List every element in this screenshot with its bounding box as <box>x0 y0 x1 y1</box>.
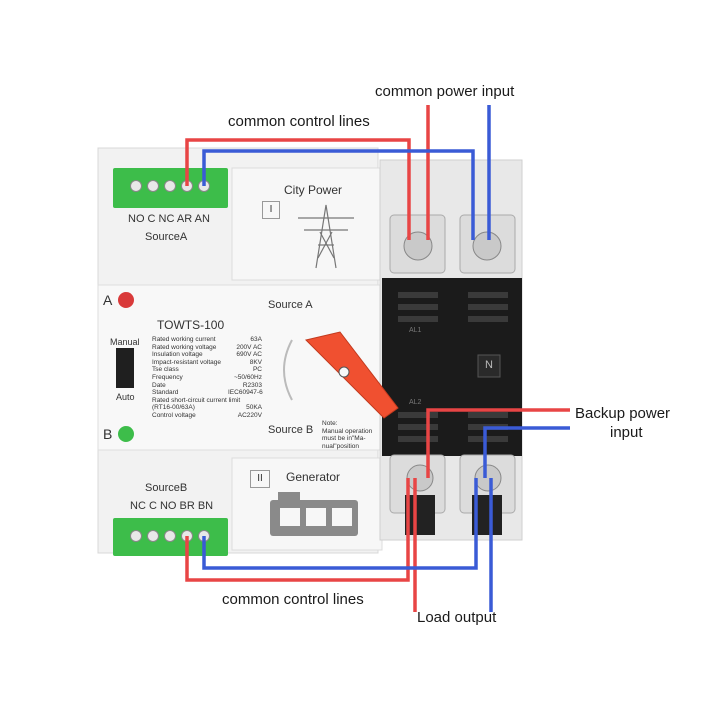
note-line: Manual operation <box>322 427 373 435</box>
indicator-a-label: A <box>103 292 113 308</box>
city-power-label: City Power <box>284 183 343 197</box>
source-a-label: Source A <box>268 299 313 311</box>
generator-roman-badge: II <box>250 470 270 488</box>
vent-slots <box>398 292 508 442</box>
n-badge-label: N <box>485 359 493 371</box>
pole-label-al2: AL2 <box>409 399 422 406</box>
terminal-labels-top: NO C NC AR AN <box>128 213 210 225</box>
spec-value: R2303 <box>242 381 262 389</box>
spec-value: 50KA <box>246 404 262 412</box>
spec-value: 63A <box>250 336 262 343</box>
spec-values: 63A 200V AC 690V AC 8KV PC ~50/60Hz R230… <box>228 336 263 420</box>
spec-label: Insulation voltage <box>152 351 203 359</box>
spec-label: Frequency <box>152 373 183 381</box>
source-b-label: Source B <box>268 424 314 436</box>
spec-label: Date <box>152 381 166 389</box>
indicator-b-label: B <box>103 426 113 442</box>
switch-handle[interactable] <box>305 331 399 419</box>
note-line: must be in"Ma- <box>322 435 366 443</box>
callout-backup-power-input-line2: input <box>610 424 643 441</box>
power-tower-icon <box>298 204 354 269</box>
spec-label: Control voltage <box>152 411 196 419</box>
callout-common-control-lines-top: common control lines <box>228 113 370 130</box>
spec-value <box>228 397 262 405</box>
top-cover <box>231 167 383 281</box>
callout-common-power-input: common power input <box>375 83 515 100</box>
blue-wires <box>202 105 570 612</box>
auto-label: Auto <box>116 392 135 402</box>
callout-backup-power-input-line1: Backup power <box>575 405 671 422</box>
spec-label: Rated working current <box>152 336 216 343</box>
red-wires <box>185 105 570 612</box>
spec-label: (RT16-00/63A) <box>152 404 195 412</box>
mode-selector[interactable] <box>116 348 134 388</box>
spec-value: 690V AC <box>236 351 262 359</box>
spec-value: PC <box>252 366 262 374</box>
manual-operation-note: Note: Manual operation must be in"Ma- nu… <box>322 420 372 450</box>
callout-load-output: Load output <box>417 609 497 626</box>
note-line: Note: <box>322 420 338 427</box>
spec-value: AC220V <box>237 411 262 419</box>
manual-label: Manual <box>110 337 140 347</box>
spec-label: Standard <box>152 389 179 397</box>
spec-label: Tse class <box>152 366 179 374</box>
terminal-labels-bottom: NC C NO BR BN <box>130 500 214 512</box>
spec-label: Rated short-circuit current limit <box>152 396 241 404</box>
model-number: TOWTS-100 <box>157 318 225 332</box>
spec-value: 200V AC <box>236 343 262 351</box>
indicator-light-b <box>118 426 134 442</box>
spec-labels: Rated working current Rated working volt… <box>152 336 240 420</box>
note-line: nual"position <box>322 442 360 450</box>
generator-icon <box>270 492 358 536</box>
spec-label: Impact-resistant voltage <box>152 358 222 366</box>
spec-value: ~50/60Hz <box>233 373 262 381</box>
pole-label-al1: AL1 <box>409 327 422 334</box>
handle-arc <box>283 339 293 401</box>
generator-label: Generator <box>286 470 341 484</box>
source-a-terminal-label: SourceA <box>145 231 188 243</box>
callout-common-control-lines-bottom: common control lines <box>222 591 364 608</box>
source-b-terminal-label: SourceB <box>145 482 188 494</box>
n-badge <box>477 354 501 378</box>
spec-value: IEC60947-6 <box>228 389 263 397</box>
spec-value: 8KV <box>249 358 262 366</box>
spec-label: Rated working voltage <box>152 343 217 351</box>
city-power-roman-badge: I <box>262 201 280 219</box>
indicator-light-a <box>118 292 134 308</box>
